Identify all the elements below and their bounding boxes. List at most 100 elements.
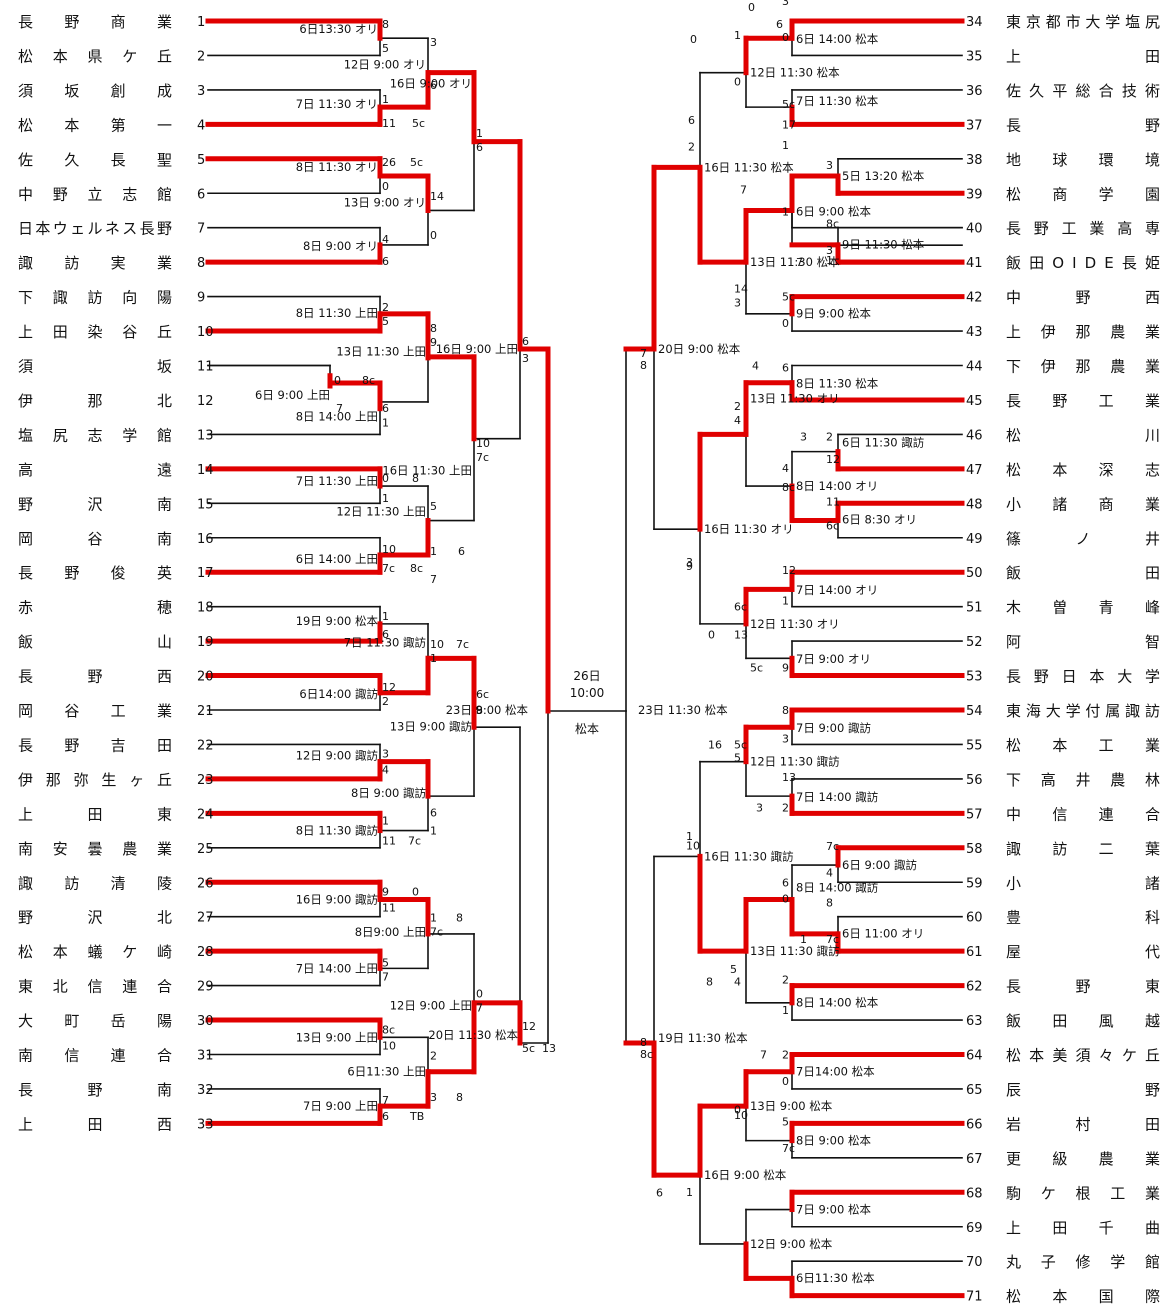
team-name-left: 長野吉田 xyxy=(18,736,172,754)
match-schedule: 12日 9:00 松本 xyxy=(750,1237,833,1251)
score-label: 13 xyxy=(782,771,796,784)
final-date: 26日 xyxy=(573,669,600,683)
seed-number: 54 xyxy=(966,704,983,719)
score-label: 1 xyxy=(686,1186,693,1199)
bracket-lines xyxy=(205,18,965,1299)
match-schedule: 12日 9:00 オリ xyxy=(344,58,426,72)
team-name-left: 上田西 xyxy=(18,1115,172,1133)
team-name-left: 大町岳陽 xyxy=(18,1012,172,1030)
score-label: 2 xyxy=(782,801,789,814)
seed-number: 45 xyxy=(966,394,983,409)
score-label: 12 xyxy=(782,564,796,577)
score-label: 8 xyxy=(456,911,463,924)
team-name-left: 長野俊英 xyxy=(18,564,172,582)
team-name-right: 上田千曲 xyxy=(1006,1219,1160,1237)
score-label: 6 xyxy=(382,255,389,268)
match-schedule: 6日13:30 オリ xyxy=(299,22,378,36)
match-schedule: 6日 9:00 上田 xyxy=(255,388,330,402)
seed-number: 13 xyxy=(197,428,214,443)
team-name-right: 飯田風越 xyxy=(1006,1012,1160,1030)
score-label: 8c xyxy=(410,562,423,575)
score-label: 7 xyxy=(476,1002,483,1015)
score-label: 5c xyxy=(750,662,763,675)
seed-number: 2 xyxy=(197,49,205,64)
seed-number: 49 xyxy=(966,532,983,547)
score-label: 3 xyxy=(826,244,833,257)
team-name-left: 伊那弥生ヶ丘 xyxy=(18,771,172,789)
seed-number: 56 xyxy=(966,773,983,788)
match-schedule: 7日 11:30 上田 xyxy=(296,474,378,488)
seed-number: 24 xyxy=(197,807,214,822)
score-label: 17 xyxy=(782,118,796,131)
score-label: 3 xyxy=(430,1091,437,1104)
team-name-right: 阿智 xyxy=(1006,633,1160,651)
final-time: 10:00 xyxy=(570,686,605,700)
score-label: 7c xyxy=(408,835,421,848)
team-name-left: 日本ウェルネス長野 xyxy=(18,220,172,238)
score-label: 9 xyxy=(430,336,437,349)
match-schedule: 13日 11:30 オリ xyxy=(750,392,840,406)
team-name-left: 赤穂 xyxy=(18,599,172,617)
match-schedule: 12日 9:00 上田 xyxy=(390,999,472,1013)
team-name-right: 松川 xyxy=(1006,426,1160,444)
score-label: 4 xyxy=(382,764,389,777)
match-schedule: 7日14:00 松本 xyxy=(796,1065,875,1079)
seed-number: 20 xyxy=(197,670,214,685)
match-schedule: 13日 9:00 諏訪 xyxy=(390,719,472,733)
match-schedule: 20日 11:30 松本 xyxy=(428,1028,518,1042)
score-label: 4 xyxy=(826,866,833,879)
team-name-left: 松本第一 xyxy=(18,116,172,134)
match-schedule: 8日 11:30 諏訪 xyxy=(296,824,378,838)
score-label: 8 xyxy=(412,472,419,485)
score-label: 5 xyxy=(782,1115,789,1128)
team-name-right: 上伊那農業 xyxy=(1006,323,1160,341)
score-label: 0 xyxy=(734,1103,741,1116)
score-label: 11 xyxy=(382,117,396,130)
seed-number: 46 xyxy=(966,428,983,443)
score-label: 7 xyxy=(760,1049,767,1062)
team-name-right: 松本国際 xyxy=(1006,1288,1160,1306)
score-label: 7c xyxy=(476,451,489,464)
team-name-right: 小諸商業 xyxy=(1006,495,1160,513)
team-name-left: 松本県ケ丘 xyxy=(18,47,172,65)
team-name-left: 須坂創成 xyxy=(18,82,172,100)
team-name-left: 長野商業 xyxy=(18,13,172,31)
score-label: 3 xyxy=(782,0,789,8)
team-name-left: 野沢南 xyxy=(18,495,172,513)
match-schedule: 19日 11:30 松本 xyxy=(658,1031,748,1045)
seed-number: 69 xyxy=(966,1221,983,1236)
score-label: 6 xyxy=(382,402,389,415)
seed-number: 7 xyxy=(197,222,205,237)
seed-number: 6 xyxy=(197,187,205,202)
match-schedule: 8日 11:30 上田 xyxy=(296,306,378,320)
score-label: 1 xyxy=(382,815,389,828)
match-schedule: 8日 14:00 上田 xyxy=(296,409,378,423)
seed-number: 51 xyxy=(966,601,983,616)
score-label: 13 xyxy=(734,629,748,642)
seed-number: 60 xyxy=(966,911,983,926)
team-name-left: 上田染谷丘 xyxy=(18,323,172,341)
team-name-left: 東北信連合 xyxy=(18,978,172,996)
team-name-right: 長野 xyxy=(1006,116,1160,134)
match-schedule: 13日 9:00 松本 xyxy=(750,1099,833,1113)
match-schedule: 12日 11:30 オリ xyxy=(750,617,840,631)
seed-number: 12 xyxy=(197,394,214,409)
score-label: 1 xyxy=(800,933,807,946)
score-label: 11 xyxy=(382,835,396,848)
score-label: 7c xyxy=(382,562,395,575)
score-label: 8 xyxy=(706,976,713,989)
team-name-right: 下伊那農業 xyxy=(1006,358,1160,376)
score-label: 3 xyxy=(430,36,437,49)
match-schedule: 8日 11:30 松本 xyxy=(796,377,879,391)
seed-number: 43 xyxy=(966,325,983,340)
score-label: 5 xyxy=(382,42,389,55)
seed-number: 36 xyxy=(966,84,983,99)
match-schedule: 6日 11:00 オリ xyxy=(842,927,924,941)
score-label: 4 xyxy=(382,233,389,246)
match-schedule: 8日 11:30 オリ xyxy=(296,160,378,174)
match-schedule: 6日 14:00 上田 xyxy=(296,552,378,566)
seed-number: 10 xyxy=(197,325,214,340)
team-name-left: 諏訪実業 xyxy=(18,254,172,272)
score-label: 0 xyxy=(412,885,419,898)
score-label: 0 xyxy=(382,180,389,193)
